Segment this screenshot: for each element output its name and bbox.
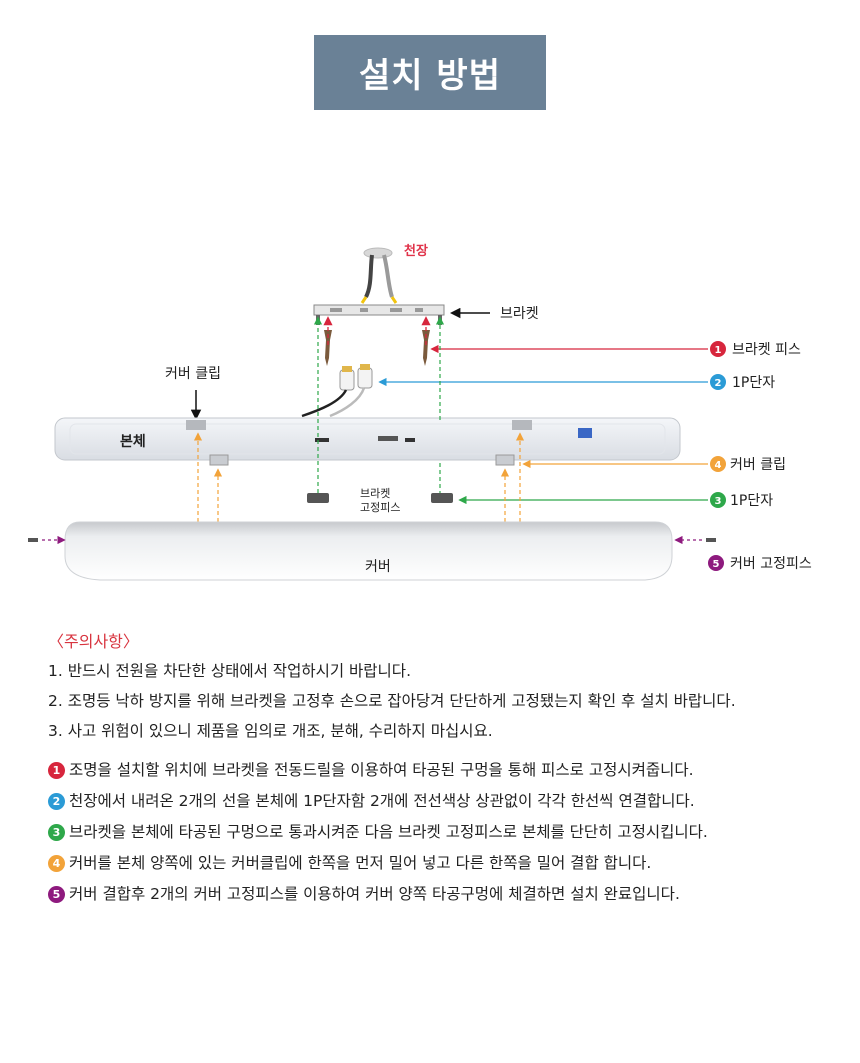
step-item: 3 브라켓을 본체에 타공된 구멍으로 통과시켜준 다음 브라켓 고정피스로 본… xyxy=(48,817,708,848)
callout-5-text: 커버 고정피스 xyxy=(730,556,812,572)
ceiling-wires xyxy=(360,247,398,304)
cover-clip-label-top: 커버 클립 xyxy=(165,366,221,382)
bracket-label: 브라켓 xyxy=(500,306,539,322)
step-item: 5 커버 결합후 2개의 커버 고정피스를 이용하여 커버 양쪽 타공구멍에 체… xyxy=(48,879,708,910)
page-title: 설치 방법 xyxy=(314,35,546,110)
step-number-badge: 1 xyxy=(48,762,65,779)
callout-4: 4 커버 클립 xyxy=(710,456,786,473)
body-label: 본체 xyxy=(120,434,146,450)
callout-2-text: 1P단자 xyxy=(732,375,775,391)
callout-2: 2 1P단자 xyxy=(710,374,775,391)
bracket xyxy=(313,304,445,325)
ceiling-label: 천장 xyxy=(404,243,428,259)
light-body xyxy=(54,417,681,461)
cover-fixing-screws xyxy=(28,538,716,542)
caution-heading: 〈주의사항〉 xyxy=(48,632,139,651)
callout-3: 3 1P단자 xyxy=(710,492,773,509)
step-text: 천장에서 내려온 2개의 선을 본체에 1P단자함 2개에 전선색상 상관없이 … xyxy=(69,792,695,810)
callout-3-text: 1P단자 xyxy=(730,493,773,509)
svg-text:5: 5 xyxy=(713,559,720,570)
bracket-fixing-screws xyxy=(307,493,453,503)
step-number-badge: 2 xyxy=(48,793,65,810)
step-number-badge: 5 xyxy=(48,886,65,903)
callout-1-text: 브라켓 피스 xyxy=(732,342,801,358)
svg-text:4: 4 xyxy=(715,460,722,471)
terminal-blocks xyxy=(301,364,373,418)
svg-text:2: 2 xyxy=(715,378,722,389)
step-text: 조명을 설치할 위치에 브라켓을 전동드릴을 이용하여 타공된 구멍을 통해 피… xyxy=(69,761,694,779)
bracket-fix-label-line1: 브라켓 xyxy=(360,487,390,500)
step-item: 4 커버를 본체 양쪽에 있는 커버클립에 한쪽을 먼저 밀어 넣고 다른 한쪽… xyxy=(48,848,708,879)
cover-label: 커버 xyxy=(365,559,391,575)
step-text: 커버 결합후 2개의 커버 고정피스를 이용하여 커버 양쪽 타공구멍에 체결하… xyxy=(69,885,680,903)
caution-item: 1. 반드시 전원을 차단한 상태에서 작업하시기 바랍니다. xyxy=(48,662,411,680)
step-number-badge: 3 xyxy=(48,824,65,841)
cover-clips xyxy=(209,454,515,466)
installation-diagram: 천장 브라켓 커버 클립 본 xyxy=(28,243,812,581)
callout-1: 1 브라켓 피스 xyxy=(710,341,801,358)
svg-text:1: 1 xyxy=(715,345,722,356)
callout-4-text: 커버 클립 xyxy=(730,457,786,473)
caution-list: 1. 반드시 전원을 차단한 상태에서 작업하시기 바랍니다. 2. 조명등 낙… xyxy=(48,656,736,746)
step-number-badge: 4 xyxy=(48,855,65,872)
step-text: 커버를 본체 양쪽에 있는 커버클립에 한쪽을 먼저 밀어 넣고 다른 한쪽을 … xyxy=(69,854,652,872)
install-steps: 1 조명을 설치할 위치에 브라켓을 전동드릴을 이용하여 타공된 구멍을 통해… xyxy=(48,755,708,910)
step-item: 1 조명을 설치할 위치에 브라켓을 전동드릴을 이용하여 타공된 구멍을 통해… xyxy=(48,755,708,786)
bracket-fix-label-line2: 고정피스 xyxy=(360,501,400,514)
light-cover xyxy=(64,521,673,581)
caution-item: 2. 조명등 낙하 방지를 위해 브라켓을 고정후 손으로 잡아당겨 단단하게 … xyxy=(48,692,736,710)
callout-5: 5 커버 고정피스 xyxy=(708,555,812,572)
step-item: 2 천장에서 내려온 2개의 선을 본체에 1P단자함 2개에 전선색상 상관없… xyxy=(48,786,708,817)
step-text: 브라켓을 본체에 타공된 구멍으로 통과시켜준 다음 브라켓 고정피스로 본체를… xyxy=(69,823,708,841)
caution-item: 3. 사고 위험이 있으니 제품을 임의로 개조, 분해, 수리하지 마십시요. xyxy=(48,722,493,740)
bracket-screws xyxy=(324,330,430,366)
svg-text:3: 3 xyxy=(715,496,722,507)
